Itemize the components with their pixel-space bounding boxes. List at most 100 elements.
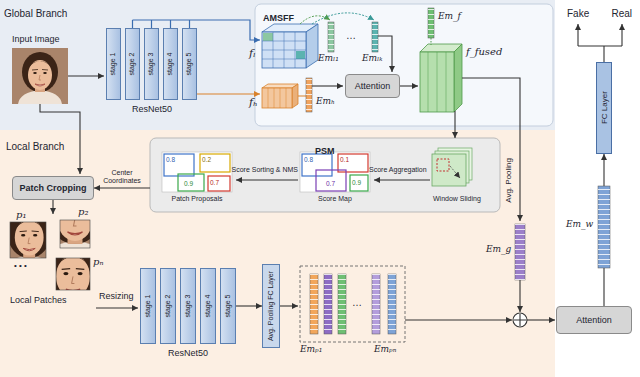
- embedding-vector-part: [328, 22, 334, 52]
- box-label: Patch Cropping: [20, 183, 87, 193]
- flow-line: [431, 38, 432, 45]
- embedding-vector-part: [372, 274, 380, 334]
- embedding-label: Emₗ₁: [318, 54, 339, 64]
- stage-block: stage 2: [125, 28, 140, 100]
- flow-arrow-part: [519, 280, 520, 312]
- output-label: Real: [612, 8, 633, 19]
- box-label: stage 4: [204, 295, 212, 318]
- score-map-part: [300, 152, 370, 192]
- embedding-label: Emₕ: [316, 97, 335, 107]
- embedding-label: Em_w: [566, 220, 593, 230]
- score-value: 0.7: [210, 179, 219, 186]
- embedding-vector-part: [428, 8, 434, 38]
- process-box: Patch Cropping: [12, 176, 94, 200]
- embedding-vector-part: [515, 224, 525, 280]
- feature-arrow: [197, 93, 260, 94]
- window-sliding: [432, 148, 472, 186]
- fused-feature-map-part: [420, 52, 454, 112]
- local-patch-part: [10, 222, 46, 258]
- arrow-head: [452, 132, 458, 138]
- box-label: stage 3: [147, 53, 155, 76]
- sum-symbol-part: [513, 313, 527, 327]
- embedding-vector-part: [598, 186, 610, 268]
- group-label: Local Patches: [10, 296, 67, 306]
- box-label: stage 5: [185, 53, 193, 76]
- branch-band: Global Branch AMSFF Attention stage 1 stage …: [0, 0, 555, 130]
- selection-arrow: [312, 13, 374, 24]
- embedding-label: Emₚₙ: [374, 345, 396, 355]
- embedding-label: Em_g: [486, 245, 511, 255]
- connector-line: [94, 187, 150, 188]
- patch-proposals: [162, 152, 232, 192]
- flow-arrow-part: [280, 305, 298, 306]
- score-map-part: [338, 154, 368, 172]
- panel-title: Local Branch: [6, 141, 64, 153]
- box-label: stage 1: [144, 295, 152, 318]
- window-sliding-part: [432, 154, 466, 186]
- patch-label: p₂: [78, 206, 88, 217]
- module-panel: AMSFF Attention: [255, 4, 553, 126]
- feature-label: f_fused: [466, 46, 502, 57]
- embedding-vector: [428, 8, 434, 38]
- stage-block: stage 2: [160, 268, 176, 344]
- fused-feature-map: [420, 44, 462, 112]
- flow-arrow-part: [68, 75, 104, 76]
- local-patch-part: [0, 205, 63, 272]
- score-value: 0.7: [326, 180, 335, 187]
- operation-label: Avg. Pooling: [504, 158, 513, 203]
- embedding-vector-part: [338, 274, 346, 334]
- panel-title: Global Branch: [4, 8, 67, 20]
- attention-box: Attention: [556, 306, 632, 334]
- box-label: FC Layer: [599, 92, 608, 125]
- feature-arrow-part: [132, 20, 133, 28]
- score-value: 0.8: [166, 156, 175, 163]
- stage-block: stage 5: [220, 268, 236, 344]
- embedding-vector-part: [324, 274, 332, 334]
- box-label: stage 2: [128, 53, 136, 76]
- layer-box: Avg. Pooling FC Layer: [262, 264, 280, 348]
- fused-feature-map-part: [428, 52, 446, 112]
- score-value: 0.8: [304, 156, 313, 163]
- flow-arrow-part: [578, 45, 622, 46]
- embedding-vector-part: [306, 78, 312, 112]
- local-patch-part-part: [0, 205, 63, 272]
- feature-label: fₗ: [249, 48, 256, 60]
- flow-arrow-part: [40, 104, 80, 174]
- window-sliding-part: [450, 166, 460, 178]
- network-label: ResNet50: [168, 349, 208, 359]
- box-label: Attention: [355, 81, 391, 91]
- connector: [236, 303, 262, 309]
- feature-map-high-part: [292, 84, 298, 108]
- feature-label: fₕ: [249, 97, 258, 109]
- feature-map-low-part: [306, 24, 318, 68]
- flow-arrow-part: [312, 85, 343, 86]
- score-value: 0.9: [184, 180, 193, 187]
- local-patch-part: [60, 220, 90, 248]
- stage-block: stage 5: [182, 28, 197, 100]
- connector: [94, 185, 150, 191]
- embedding-vector-part: [372, 274, 380, 334]
- panel-ground: [0, 0, 555, 130]
- embedding-vector-part: [372, 22, 378, 52]
- arrow-head: [601, 154, 607, 160]
- box-label: stage 1: [109, 53, 117, 76]
- ellipsis: • • •: [14, 262, 27, 271]
- feature-map-high-part: [268, 88, 286, 108]
- score-map: [300, 152, 370, 192]
- embedding-label: Em_f: [438, 12, 461, 22]
- panel-ground: [0, 130, 555, 377]
- panel-title: AMSFF: [263, 13, 294, 23]
- embedding-vector: [310, 274, 396, 334]
- local-patch-part-part: [33, 238, 112, 317]
- flow-arrow-part: [454, 111, 455, 126]
- stage-block: stage 4: [200, 268, 216, 344]
- step-label: Score Map: [318, 195, 352, 203]
- panel-ground: [150, 138, 500, 212]
- feature-map-low-part: [296, 51, 305, 59]
- operation-label: Resizing: [99, 292, 134, 302]
- embedding-vector-part: [388, 274, 396, 334]
- embedding-vector-part: [388, 274, 396, 334]
- ellipsis: …: [346, 30, 356, 41]
- flow-arrow: [405, 280, 555, 320]
